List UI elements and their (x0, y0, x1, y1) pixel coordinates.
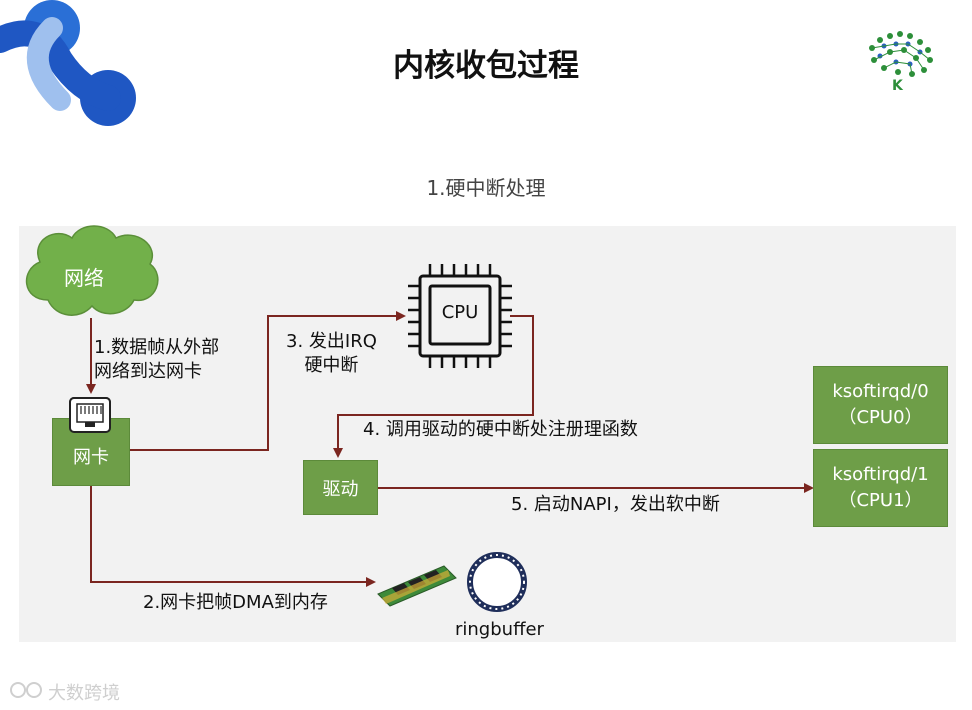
arrow-nic-to-cpu (129, 311, 406, 451)
network-label: 网络 (64, 266, 104, 290)
driver-label: 驱动 (322, 478, 359, 500)
step3-line2: 硬中断 (304, 355, 359, 376)
logo-letter: K (892, 78, 903, 94)
ksoftirqd0-cpu: （CPU0） (838, 407, 923, 428)
arrow-nic-to-memory (90, 486, 376, 587)
step1-label: 1.数据帧从外部 网络到达网卡 (94, 336, 219, 384)
cpu-chip-icon (408, 264, 512, 368)
nic-label: 网卡 (73, 447, 109, 468)
step3-line1: 3. 发出IRQ (286, 331, 377, 352)
ringbuffer-label: ringbuffer (455, 619, 544, 640)
ksoftirqd1-box: ksoftirqd/1 （CPU1） (813, 449, 948, 527)
step4-label: 4. 调用驱动的硬中断处注册理函数 (363, 419, 638, 440)
arrow-cpu-to-driver (333, 315, 534, 458)
network-cloud (25, 225, 159, 316)
ksoftirqd0-box: ksoftirqd/0 （CPU0） (813, 366, 948, 444)
step1-line1: 1.数据帧从外部 (94, 337, 220, 358)
ksoftirqd1-cpu: （CPU1） (838, 490, 923, 511)
step5-label: 5. 启动NAPI，发出软中断 (511, 494, 720, 515)
step1-line2: 网络到达网卡 (94, 361, 202, 382)
memory-stick-icon (377, 565, 457, 607)
watermark-text: 大数跨境 (48, 683, 120, 704)
ringbuffer-icon (467, 552, 527, 612)
page-title: 内核收包过程 (393, 48, 579, 84)
cpu-label: CPU (441, 302, 479, 323)
step3-label: 3. 发出IRQ 硬中断 (286, 330, 377, 378)
ksoftirqd0-name: ksoftirqd/0 (832, 381, 929, 402)
ksoftirqd1-name: ksoftirqd/1 (832, 464, 929, 485)
step2-label: 2.网卡把帧DMA到内存 (143, 592, 328, 613)
diagram-subtitle: 1.硬中断处理 (426, 176, 546, 200)
driver-box: 驱动 (303, 460, 378, 515)
